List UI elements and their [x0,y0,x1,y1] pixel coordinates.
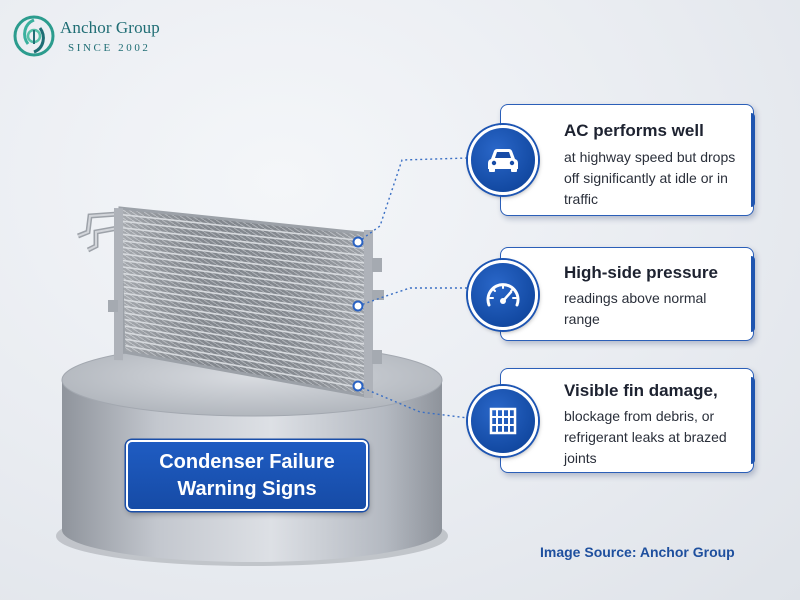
callout-connectors [357,157,469,419]
sign-title: Visible fin damage, [564,381,718,400]
condenser-tube [122,285,368,324]
radiator-grid-icon [468,386,538,456]
condenser-tube [123,311,367,353]
sign-title: High-side pressure [564,263,718,282]
condenser-tube [122,272,368,309]
condenser-tube [121,239,369,272]
condenser-tube [121,220,369,250]
title-line-1: Condenser Failure [159,450,335,473]
condenser-tube [122,279,368,316]
brand-since: SINCE 2002 [68,42,151,54]
condenser-tube [121,226,369,257]
condenser-tube [123,325,367,368]
brand-logo: Anchor Group SINCE 2002 [12,14,160,58]
condenser-tube [123,331,367,375]
sign-description: blockage from debris, or refrigerant lea… [564,408,727,466]
image-source-credit: Image Source: Anchor Group [540,544,735,560]
condenser-tube [121,213,369,243]
condenser-tube [121,233,369,265]
sign-card-high-side-pressure: High-side pressure readings above normal… [468,247,755,341]
sign-title: AC performs well [564,121,704,140]
anchor-group-logo-icon [13,15,55,57]
condenser-tube [121,246,369,279]
gauge-icon [468,260,538,330]
condenser-tube [121,253,369,287]
sign-description: readings above normal range [564,290,707,327]
title-badge: Condenser Failure Warning Signs [126,440,368,511]
car-icon [468,125,538,195]
sign-card-ac-performance: AC performs well at highway speed but dr… [468,104,755,216]
callout-dots [352,236,364,392]
condenser-tube [122,298,368,338]
condenser-tube [123,344,367,390]
condenser-tube [121,259,369,294]
brand-name: Anchor Group [60,18,160,37]
condenser-tube [122,305,368,346]
condenser-illustration [77,206,384,398]
condenser-tube [123,318,367,360]
condenser-tube [122,292,368,331]
condenser-tube [122,266,368,302]
condenser-tube [123,338,367,383]
title-line-2: Warning Signs [177,477,317,500]
sign-card-fin-damage: Visible fin damage, blockage from debris… [468,368,755,473]
sign-description: at highway speed but drops off significa… [564,149,736,207]
